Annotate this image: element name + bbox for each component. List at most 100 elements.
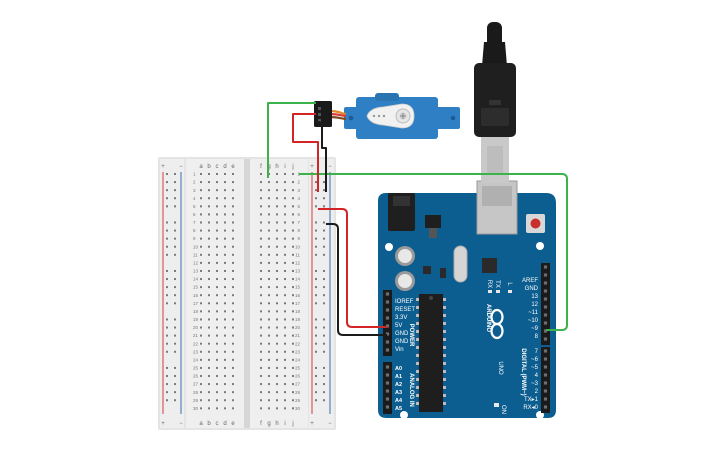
breadboard-hole[interactable] bbox=[260, 399, 262, 402]
breadboard-hole[interactable] bbox=[216, 375, 218, 377]
breadboard-hole[interactable] bbox=[200, 189, 202, 192]
breadboard-hole[interactable] bbox=[268, 261, 270, 264]
breadboard-hole[interactable] bbox=[284, 181, 286, 184]
breadboard-hole[interactable] bbox=[200, 399, 202, 402]
breadboard-hole[interactable] bbox=[232, 245, 234, 248]
rail-hole[interactable] bbox=[174, 229, 176, 232]
breadboard-hole[interactable] bbox=[208, 383, 210, 386]
green-wire-breadboard-to-pin9[interactable] bbox=[299, 173, 568, 331]
breadboard-hole[interactable] bbox=[284, 399, 286, 402]
rail-hole[interactable] bbox=[166, 294, 168, 297]
rail-hole[interactable] bbox=[315, 391, 317, 394]
rail-hole[interactable] bbox=[315, 286, 317, 289]
breadboard-hole[interactable] bbox=[284, 189, 286, 192]
rail-hole[interactable] bbox=[166, 278, 168, 281]
breadboard-hole[interactable] bbox=[224, 181, 226, 184]
breadboard-hole[interactable] bbox=[292, 383, 294, 386]
rail-hole[interactable] bbox=[174, 278, 176, 281]
breadboard-hole[interactable] bbox=[224, 237, 226, 240]
breadboard-hole[interactable] bbox=[208, 310, 210, 313]
breadboard-hole[interactable] bbox=[224, 375, 226, 377]
breadboard-hole[interactable] bbox=[268, 407, 270, 410]
breadboard-hole[interactable] bbox=[260, 286, 262, 289]
breadboard-hole[interactable] bbox=[224, 278, 226, 281]
rail-hole[interactable] bbox=[174, 334, 176, 337]
breadboard-hole[interactable] bbox=[216, 237, 218, 240]
breadboard-hole[interactable] bbox=[292, 350, 294, 353]
breadboard-hole[interactable] bbox=[208, 399, 210, 402]
breadboard-hole[interactable] bbox=[200, 173, 202, 175]
breadboard-hole[interactable] bbox=[284, 213, 286, 216]
breadboard-hole[interactable] bbox=[284, 173, 286, 175]
rail-hole[interactable] bbox=[323, 181, 325, 184]
breadboard-hole[interactable] bbox=[216, 181, 218, 184]
breadboard-hole[interactable] bbox=[216, 326, 218, 329]
breadboard-hole[interactable] bbox=[232, 366, 234, 369]
breadboard-hole[interactable] bbox=[208, 205, 210, 208]
rail-hole[interactable] bbox=[166, 366, 168, 369]
breadboard-hole[interactable] bbox=[260, 302, 262, 305]
servo-motor[interactable] bbox=[314, 93, 460, 139]
rail-hole[interactable] bbox=[323, 253, 325, 256]
breadboard-hole[interactable] bbox=[292, 326, 294, 329]
breadboard-hole[interactable] bbox=[276, 181, 278, 184]
digital-header-pin[interactable] bbox=[543, 321, 548, 325]
breadboard-hole[interactable] bbox=[224, 189, 226, 192]
arduino-uno-board[interactable]: RX TX L ON IOREF RESET 3.3V 5V GND GND V… bbox=[378, 180, 556, 419]
breadboard-hole[interactable] bbox=[200, 302, 202, 305]
breadboard-hole[interactable] bbox=[268, 181, 270, 184]
breadboard-hole[interactable] bbox=[224, 383, 226, 386]
breadboard-hole[interactable] bbox=[216, 278, 218, 281]
rail-hole[interactable] bbox=[323, 366, 325, 369]
breadboard-hole[interactable] bbox=[200, 237, 202, 240]
rail-hole[interactable] bbox=[323, 221, 325, 224]
breadboard-hole[interactable] bbox=[200, 318, 202, 321]
breadboard-hole[interactable] bbox=[208, 189, 210, 192]
rail-hole[interactable] bbox=[315, 399, 317, 402]
rail-hole[interactable] bbox=[323, 294, 325, 297]
breadboard-hole[interactable] bbox=[292, 205, 294, 208]
breadboard-hole[interactable] bbox=[208, 294, 210, 297]
breadboard-hole[interactable] bbox=[260, 253, 262, 256]
breadboard-hole[interactable] bbox=[200, 326, 202, 329]
breadboard-hole[interactable] bbox=[260, 205, 262, 208]
breadboard-hole[interactable] bbox=[232, 261, 234, 264]
breadboard-hole[interactable] bbox=[208, 269, 210, 272]
breadboard-hole[interactable] bbox=[232, 253, 234, 256]
breadboard-hole[interactable] bbox=[200, 197, 202, 200]
breadboard-hole[interactable] bbox=[232, 205, 234, 208]
rail-hole[interactable] bbox=[174, 197, 176, 200]
breadboard-hole[interactable] bbox=[232, 197, 234, 200]
breadboard-hole[interactable] bbox=[232, 334, 234, 337]
rail-hole[interactable] bbox=[166, 197, 168, 200]
breadboard-hole[interactable] bbox=[208, 358, 210, 361]
digital-header-pin[interactable] bbox=[543, 337, 548, 341]
green-wire-servo-to-breadboard[interactable] bbox=[267, 102, 316, 178]
breadboard-hole[interactable] bbox=[292, 294, 294, 297]
breadboard-hole[interactable] bbox=[276, 253, 278, 256]
analog-header-pin[interactable] bbox=[385, 381, 390, 385]
breadboard-hole[interactable] bbox=[232, 383, 234, 386]
digital-header-pin[interactable] bbox=[543, 305, 548, 309]
rail-hole[interactable] bbox=[315, 278, 317, 281]
breadboard-hole[interactable] bbox=[216, 366, 218, 369]
rail-hole[interactable] bbox=[323, 237, 325, 240]
breadboard-hole[interactable] bbox=[260, 237, 262, 240]
servo-connector[interactable] bbox=[314, 101, 332, 127]
breadboard-hole[interactable] bbox=[284, 261, 286, 264]
breadboard-hole[interactable] bbox=[284, 318, 286, 321]
breadboard-hole[interactable] bbox=[268, 399, 270, 402]
breadboard-hole[interactable] bbox=[284, 375, 286, 377]
breadboard-hole[interactable] bbox=[268, 253, 270, 256]
rail-hole[interactable] bbox=[315, 237, 317, 240]
breadboard-hole[interactable] bbox=[232, 221, 234, 224]
breadboard-hole[interactable] bbox=[232, 326, 234, 329]
breadboard-hole[interactable] bbox=[232, 391, 234, 394]
rail-hole[interactable] bbox=[166, 318, 168, 321]
breadboard-hole[interactable] bbox=[200, 342, 202, 345]
breadboard-hole[interactable] bbox=[200, 375, 202, 377]
breadboard-hole[interactable] bbox=[208, 237, 210, 240]
rail-hole[interactable] bbox=[166, 189, 168, 192]
breadboard-hole[interactable] bbox=[224, 358, 226, 361]
breadboard-hole[interactable] bbox=[292, 221, 294, 224]
